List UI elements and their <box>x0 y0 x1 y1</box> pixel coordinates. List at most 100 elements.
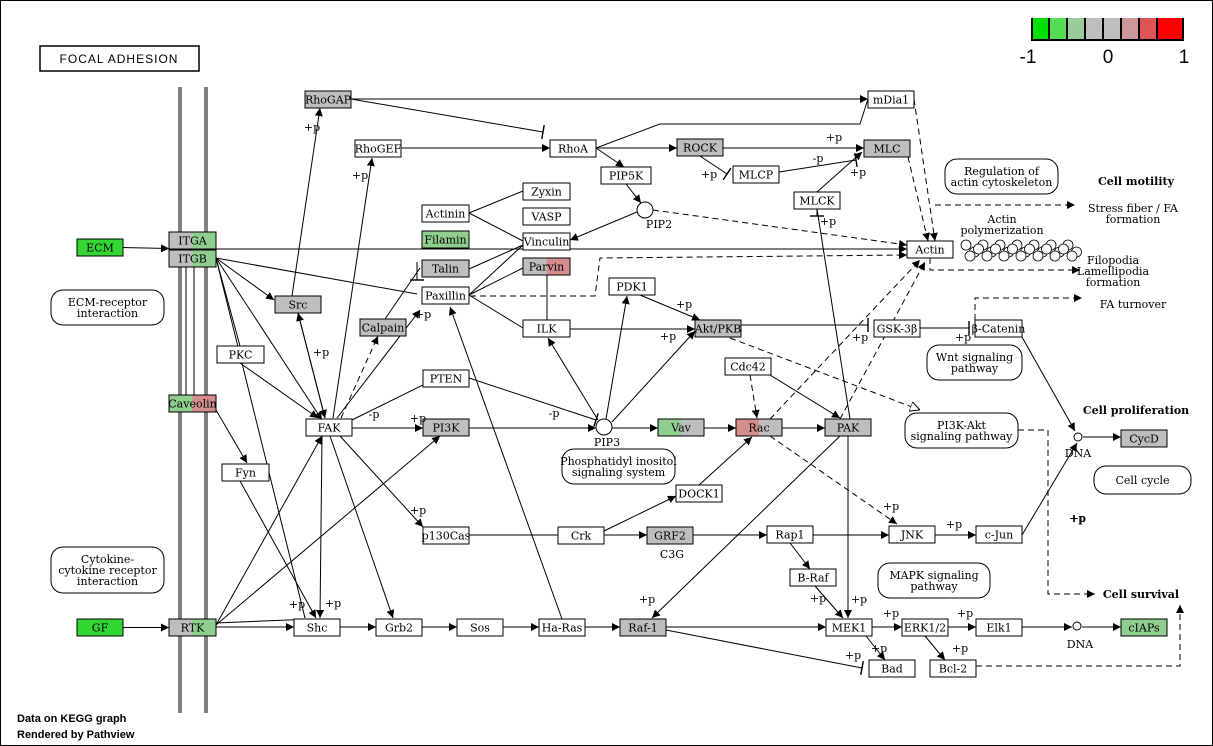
gene-node-actin[interactable]: Actin <box>906 240 954 259</box>
edge-pdk1-akt <box>639 294 701 321</box>
gene-node-rhogef[interactable]: RhoGEF <box>354 139 402 158</box>
gene-node-rac[interactable]: Rac <box>735 418 783 437</box>
label-cell-motility: Cell motility <box>1098 175 1175 188</box>
gene-node-rhoa[interactable]: RhoA <box>549 139 597 158</box>
gene-node-gsk3b[interactable]: GSK-3β <box>873 319 921 338</box>
edge-mlck-pak <box>816 208 851 420</box>
gene-node-bad[interactable]: Bad <box>868 659 916 678</box>
gene-node-zyxin[interactable]: Zyxin <box>522 182 571 201</box>
pathway-map-cell_cycle[interactable]: Cell cycle <box>1093 465 1192 495</box>
gene-node-pak[interactable]: PAK <box>824 418 872 437</box>
gene-node-bcl2[interactable]: Bcl-2 <box>929 659 977 678</box>
gene-node-shc[interactable]: Shc <box>293 618 341 637</box>
gene-node-gf[interactable]: GF <box>76 618 124 637</box>
gene-label-grf2: GRF2 <box>654 530 686 543</box>
gene-node-pdk1[interactable]: PDK1 <box>608 277 656 296</box>
edge-dock1-rac <box>698 436 753 486</box>
edge-paxillin-actin <box>470 251 908 297</box>
gene-node-talin[interactable]: Talin <box>421 259 470 278</box>
gene-node-rhogap[interactable]: RhoGAP <box>304 90 352 109</box>
modification-label: +p <box>845 649 861 662</box>
compound-label-pip3: PIP3 <box>594 436 620 449</box>
edge-fak-rhogef <box>332 157 375 419</box>
modification-label: +p <box>871 642 887 655</box>
gene-node-dock1[interactable]: DOCK1 <box>675 484 723 503</box>
gene-node-grf2[interactable]: GRF2 <box>646 526 694 545</box>
gene-node-pi3k[interactable]: PI3K <box>422 418 470 437</box>
gene-node-jnk[interactable]: JNK <box>888 525 936 544</box>
gene-node-vinculin[interactable]: Vinculin <box>522 232 571 251</box>
gene-label-vasp: VASP <box>530 211 562 224</box>
gene-node-caveolin[interactable]: Caveolin <box>168 394 217 413</box>
gene-node-grb2[interactable]: Grb2 <box>375 618 423 637</box>
modification-label: +p <box>946 518 962 531</box>
gene-node-mlcp[interactable]: MLCP <box>732 165 780 184</box>
title-box: FOCAL ADHESION <box>39 45 200 72</box>
gene-label-fyn: Fyn <box>235 467 256 480</box>
edge-ecm-itg <box>122 244 170 253</box>
gene-node-fak[interactable]: FAK <box>305 418 353 437</box>
gene-node-mlc[interactable]: MLC <box>863 139 911 158</box>
gene-node-calpain[interactable]: Calpain <box>359 318 407 337</box>
gene-node-src[interactable]: Src <box>274 295 322 314</box>
edge-rhogap-rhoa <box>350 98 545 140</box>
gene-node-p130cas[interactable]: p130Cas <box>422 526 471 545</box>
gene-node-pten[interactable]: PTEN <box>422 369 470 388</box>
gene-node-raf1[interactable]: Raf-1 <box>619 618 667 637</box>
pathway-map-label-wnt: pathway <box>951 362 999 375</box>
gene-node-vasp[interactable]: VASP <box>522 207 571 226</box>
gene-node-cjun[interactable]: c-Jun <box>975 525 1023 544</box>
gene-node-itgb[interactable]: ITGB <box>168 249 217 268</box>
gene-node-pkc[interactable]: PKC <box>216 345 265 364</box>
gene-label-rtk: RTK <box>181 622 205 635</box>
gene-node-rap1[interactable]: Rap1 <box>766 525 814 544</box>
edge-rhoa-mdia1 <box>595 98 869 149</box>
gene-node-rock[interactable]: ROCK <box>676 138 724 157</box>
gene-node-ciaps[interactable]: cIAPs <box>1120 618 1168 637</box>
gene-node-sos[interactable]: Sos <box>456 618 504 637</box>
gene-node-braf[interactable]: B-Raf <box>789 568 837 587</box>
gene-node-paxillin[interactable]: Paxillin <box>421 286 470 305</box>
compound-pip3[interactable]: PIP3 <box>594 418 620 449</box>
gene-node-hras[interactable]: Ha-Ras <box>538 618 586 637</box>
compound-pip2[interactable]: PIP2 <box>636 201 672 231</box>
gene-node-cycd[interactable]: CycD <box>1120 429 1168 448</box>
gene-node-mdia1[interactable]: mDia1 <box>867 90 915 109</box>
gene-node-elk1[interactable]: Elk1 <box>975 618 1023 637</box>
edge-fak-p130cas <box>339 435 424 528</box>
gene-node-bcatenin[interactable]: β-Catenin <box>972 319 1026 338</box>
modification-label: +p <box>325 597 341 610</box>
pathway-map-label-cell_cycle: Cell cycle <box>1115 474 1169 487</box>
page-title: FOCAL ADHESION <box>60 52 179 66</box>
gene-node-rtk[interactable]: RTK <box>168 618 217 637</box>
gene-node-mek1[interactable]: MEK1 <box>825 618 873 637</box>
gene-node-mlck[interactable]: MLCK <box>793 191 841 210</box>
edge-caveolin-fyn <box>215 409 248 464</box>
gene-node-ilk[interactable]: ILK <box>522 319 571 338</box>
footer-line-1: Data on KEGG graph <box>17 713 127 725</box>
gene-node-filamin[interactable]: Filamin <box>421 230 470 249</box>
gene-label-vinculin: Vinculin <box>523 236 570 249</box>
gene-node-crk[interactable]: Crk <box>557 526 605 545</box>
gene-node-akt[interactable]: Akt/PKB <box>694 319 742 338</box>
gene-node-vav[interactable]: Vav <box>657 418 705 437</box>
gene-label-mlcp: MLCP <box>739 169 774 182</box>
gene-node-itga[interactable]: ITGA <box>168 231 217 250</box>
gene-node-pip5k[interactable]: PIP5K <box>600 166 652 185</box>
gene-node-parvin[interactable]: Parvin <box>522 257 571 276</box>
gene-node-cdc42[interactable]: Cdc42 <box>724 357 772 376</box>
gene-node-fyn[interactable]: Fyn <box>221 463 270 482</box>
gene-node-erk12[interactable]: ERK1/2 <box>901 618 949 637</box>
gene-node-ecm[interactable]: ECM <box>76 238 124 257</box>
edge-pak-raf1 <box>651 435 841 619</box>
gene-label-rock: ROCK <box>683 142 718 155</box>
modification-label: +p <box>952 642 968 655</box>
gene-node-actinin[interactable]: Actinin <box>421 204 470 223</box>
